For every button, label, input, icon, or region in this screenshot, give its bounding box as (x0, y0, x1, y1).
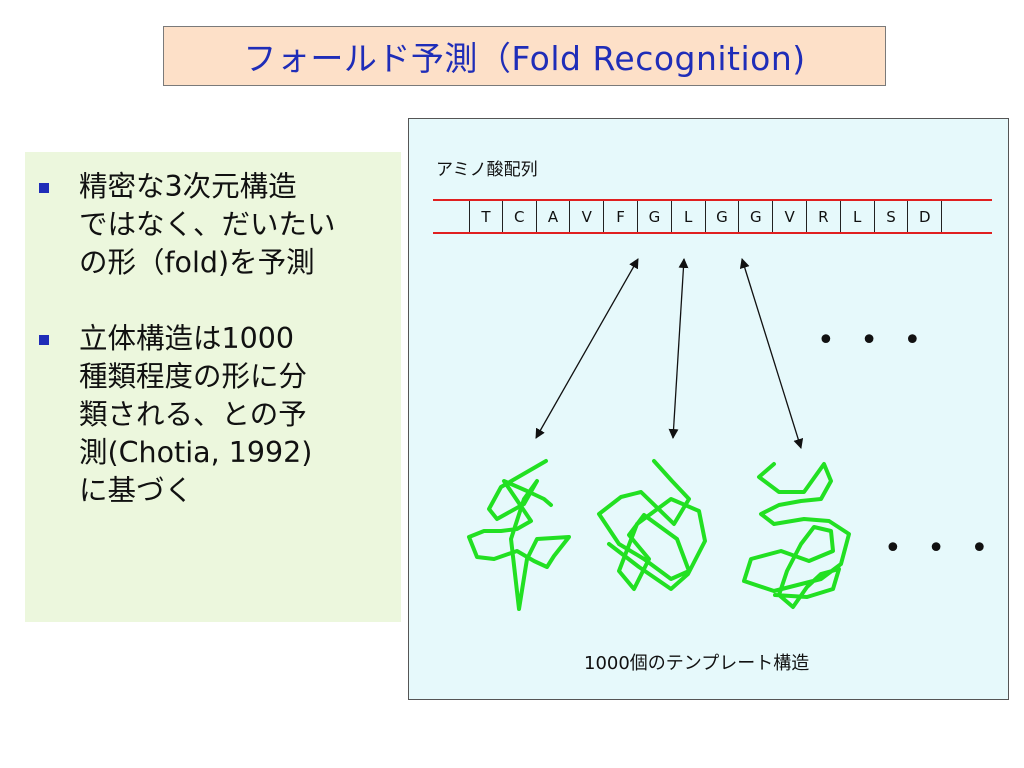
bullet-square-icon (39, 183, 49, 193)
sequence-residue: G (739, 201, 774, 232)
bullet-text: 精密な3次元構造 ではなく、だいたい の形（fold)を予測 (79, 170, 336, 279)
alignment-arrow (739, 258, 804, 449)
sequence-residue: F (604, 201, 638, 232)
fold-structure-2 (597, 459, 707, 591)
sequence-residue: G (706, 201, 740, 232)
bullet-square-icon (39, 335, 49, 345)
title-box: フォールド予測（Fold Recognition) (163, 26, 886, 86)
ellipsis-upper: • • • (817, 323, 930, 358)
bullet-text: 立体構造は1000 種類程度の形に分 類される、との予 測(Chotia, 19… (79, 322, 313, 507)
sequence-bottom-line (433, 232, 992, 234)
sequence-residue: L (841, 201, 875, 232)
sequence-top-line (433, 199, 992, 201)
sequence-residue: C (503, 201, 537, 232)
fold-structure-3 (742, 462, 851, 609)
sequence-residue: L (672, 201, 706, 232)
sequence-residue: S (875, 201, 909, 232)
bullet-item: 立体構造は1000 種類程度の形に分 類される、との予 測(Chotia, 19… (39, 320, 393, 510)
sequence-residue: V (773, 201, 807, 232)
templates-label: 1000個のテンプレート構造 (584, 653, 810, 674)
slide-title: フォールド予測（Fold Recognition) (243, 39, 806, 78)
alignment-arrow (535, 258, 639, 439)
bullet-panel: 精密な3次元構造 ではなく、だいたい の形（fold)を予測 立体構造は1000… (25, 152, 401, 622)
diagram-svg (467, 258, 851, 611)
bullet-item: 精密な3次元構造 ではなく、だいたい の形（fold)を予測 (39, 168, 393, 282)
sequence-label: アミノ酸配列 (436, 160, 538, 180)
sequence-residue: G (638, 201, 672, 232)
sequence-residue: R (807, 201, 841, 232)
ellipsis-lower: • • • (884, 531, 997, 566)
alignment-arrow (668, 258, 689, 439)
sequence-residue: T (469, 201, 503, 232)
sequence-residue: A (537, 201, 571, 232)
fold-structure-1 (467, 459, 571, 611)
sequence-residue: V (570, 201, 605, 232)
sequence-residue: D (908, 201, 943, 232)
